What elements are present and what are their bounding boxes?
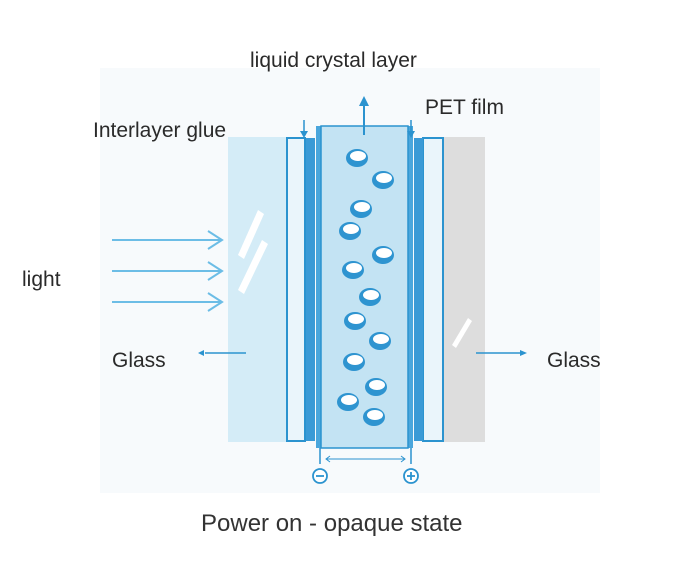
glue-pointer-arrowhead xyxy=(300,131,308,138)
light-arrows xyxy=(112,230,224,312)
glass-left-pointer-head xyxy=(198,350,204,356)
left-interlayer-glue xyxy=(306,138,315,441)
liquid-crystal-droplets xyxy=(337,149,394,426)
diagram-caption: Power on - opaque state xyxy=(201,510,463,537)
lc-droplet-highlight xyxy=(346,263,362,273)
lc-droplet-highlight xyxy=(348,314,364,324)
lc-droplet-highlight xyxy=(350,151,366,161)
pet-film-label: PET film xyxy=(425,96,504,119)
right-interlayer-glue xyxy=(414,138,423,441)
glass-left-label: Glass xyxy=(112,349,166,372)
liquid-crystal-layer-label: liquid crystal layer xyxy=(250,49,417,72)
glass-right-pointer-head xyxy=(520,350,527,356)
interlayer-glue-label: Interlayer glue xyxy=(93,119,227,142)
lc-droplet-highlight xyxy=(363,290,379,300)
left-glass-strip xyxy=(286,137,306,442)
bottom-connector-left-head xyxy=(325,455,331,463)
lc-droplet-highlight xyxy=(367,410,383,420)
lc-droplet-highlight xyxy=(354,202,370,212)
lc-droplet-highlight xyxy=(343,224,359,234)
left-pet-film xyxy=(316,126,321,448)
lc-droplet-highlight xyxy=(347,355,363,365)
lc-droplet-highlight xyxy=(376,173,392,183)
glass-right-label: Glass xyxy=(547,349,601,372)
light-arrow-3-head xyxy=(207,292,224,312)
glass-reflection-3 xyxy=(452,318,472,348)
lc-droplet-highlight xyxy=(373,334,389,344)
right-glass-pane xyxy=(443,137,485,442)
pet-pointer-arrowhead xyxy=(407,131,415,138)
light-label: light xyxy=(22,268,61,291)
light-arrow-1-head xyxy=(207,230,224,250)
lc-droplet-highlight xyxy=(369,380,385,390)
lc-droplet-highlight xyxy=(341,395,357,405)
glass-reflection-1 xyxy=(238,210,264,259)
lc-pointer-arrowhead xyxy=(359,96,369,106)
bottom-connector-right-head xyxy=(400,455,406,463)
glass-reflection-2 xyxy=(238,240,268,294)
right-glass-strip xyxy=(422,137,444,442)
right-pet-film xyxy=(408,126,413,448)
liquid-crystal-layer xyxy=(320,125,409,449)
lc-droplet-highlight xyxy=(376,248,392,258)
left-glass-pane xyxy=(228,137,288,442)
light-arrow-2-head xyxy=(207,261,224,281)
